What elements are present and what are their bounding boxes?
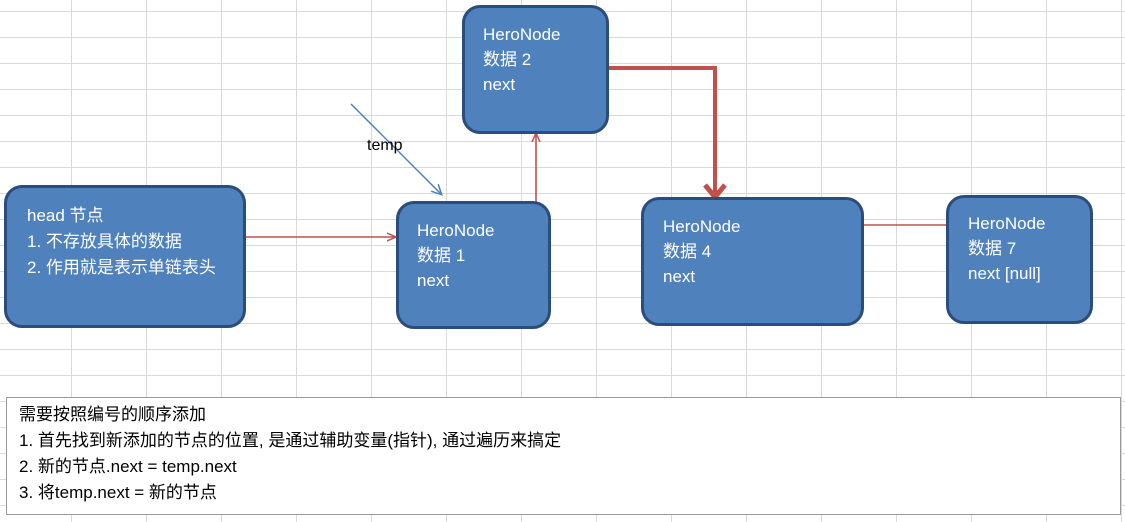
note-line-4: 3. 将temp.next = 新的节点 xyxy=(19,483,217,502)
hero-node-2: HeroNode 数据 2 next xyxy=(462,5,609,134)
hero-node-4: HeroNode 数据 4 next xyxy=(641,197,864,326)
node-title: HeroNode xyxy=(417,221,495,240)
node-next: next xyxy=(417,271,450,290)
node-title: HeroNode xyxy=(968,214,1046,233)
note-line-1: 需要按照编号的顺序添加 xyxy=(19,405,206,424)
hero-node-7: HeroNode 数据 7 next [null] xyxy=(946,195,1093,324)
note-line-2: 1. 首先找到新添加的节点的位置, 是通过辅助变量(指针), 通过遍历来搞定 xyxy=(19,431,562,450)
node-data: 数据 7 xyxy=(968,239,1017,258)
temp-pointer-arrow xyxy=(350,103,441,194)
note-box: 需要按照编号的顺序添加 1. 首先找到新添加的节点的位置, 是通过辅助变量(指针… xyxy=(6,397,1121,515)
node-next: next xyxy=(483,75,516,94)
node-data: 数据 4 xyxy=(663,242,712,261)
node2-to-node4-arrow xyxy=(609,66,727,201)
head-node: head 节点 1. 不存放具体的数据 2. 作用就是表示单链表头 xyxy=(4,185,246,328)
node-data: 数据 2 xyxy=(483,50,532,69)
node-next: next [null] xyxy=(968,264,1041,283)
temp-label: temp xyxy=(367,137,403,154)
node-next: next xyxy=(663,267,696,286)
head-node-desc-2: 2. 作用就是表示单链表头 xyxy=(27,258,216,277)
node-title: HeroNode xyxy=(663,217,741,236)
head-node-title: head 节点 xyxy=(27,206,104,225)
node-title: HeroNode xyxy=(483,25,561,44)
note-line-3: 2. 新的节点.next = temp.next xyxy=(19,457,237,476)
head-node-desc-1: 1. 不存放具体的数据 xyxy=(27,232,182,251)
hero-node-1: HeroNode 数据 1 next xyxy=(396,201,551,329)
node-data: 数据 1 xyxy=(417,246,466,265)
